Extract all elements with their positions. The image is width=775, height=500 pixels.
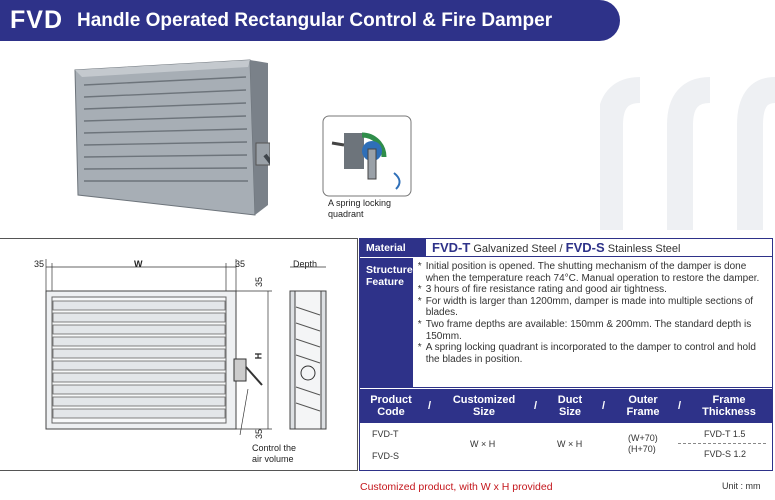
bullet-asterisk: * bbox=[417, 261, 422, 272]
col-header-line1: Customized bbox=[452, 394, 516, 406]
background-logo-watermark bbox=[600, 77, 775, 230]
structure-feature-label: Structure Feature bbox=[360, 258, 413, 387]
product-code-title: FVD bbox=[10, 6, 63, 34]
feature-text: A spring locking quadrant is incorporate… bbox=[425, 342, 756, 365]
bullet-asterisk: * bbox=[417, 342, 422, 354]
dim-height: H bbox=[253, 352, 264, 360]
feature-text: 3 hours of fire resistance rating and go… bbox=[425, 284, 667, 296]
col-header-line1: Duct bbox=[557, 394, 583, 406]
dim-depth-label: Depth bbox=[293, 259, 318, 269]
thickness-s: FVD-S 1.2 bbox=[704, 449, 747, 459]
col-header-line2: Thickness bbox=[702, 406, 756, 418]
feature-item: *Two frame depths are available: 150mm &… bbox=[418, 319, 768, 342]
material-row: Material FVD-T Galvanized Steel / FVD-S … bbox=[360, 239, 772, 257]
col-separator: / bbox=[534, 400, 538, 412]
structure-label-line1: Structure bbox=[366, 264, 413, 276]
outer-frame-width: (W+70) bbox=[628, 433, 658, 443]
thickness-divider bbox=[678, 443, 766, 444]
col-duct-size: Duct Size bbox=[544, 389, 596, 423]
callout-line1: Control the bbox=[252, 443, 297, 453]
col-separator: / bbox=[678, 400, 682, 412]
spec-table-header: Product Code / Customized Size / Duct Si… bbox=[360, 389, 772, 423]
material-code-t: FVD-T bbox=[432, 240, 471, 255]
col-header-line2: Size bbox=[558, 406, 581, 418]
thickness-t: FVD-T 1.5 bbox=[704, 429, 746, 439]
col-outer-frame: Outer Frame bbox=[614, 389, 672, 423]
col-frame-thickness: Frame Thickness bbox=[688, 389, 770, 423]
unit-label: Unit : mm bbox=[722, 481, 761, 491]
col-product-code: Product Code bbox=[360, 389, 422, 423]
feature-item: *Initial position is opened. The shuttin… bbox=[418, 261, 768, 284]
material-text-s: Stainless Steel bbox=[604, 243, 681, 255]
material-value: FVD-T Galvanized Steel / FVD-S Stainless… bbox=[426, 239, 681, 256]
col-customized-size: Customized Size bbox=[440, 389, 528, 423]
quadrant-caption: A spring locking quadrant bbox=[328, 198, 391, 220]
material-label: Material bbox=[360, 239, 426, 256]
control-air-volume-callout: Control the air volume bbox=[252, 443, 296, 465]
dim-bottom-margin: 35 bbox=[254, 428, 265, 440]
feature-item: *3 hours of fire resistance rating and g… bbox=[418, 284, 768, 296]
dim-right-margin: 35 bbox=[235, 259, 246, 269]
col-header-line1: Outer bbox=[628, 394, 658, 406]
quadrant-caption-line2: quadrant bbox=[328, 209, 364, 219]
col-separator: / bbox=[428, 400, 432, 412]
col-header-line2: Code bbox=[377, 406, 405, 418]
dim-top-margin: 35 bbox=[254, 276, 265, 288]
material-code-s: FVD-S bbox=[565, 240, 605, 255]
feature-text: Initial position is opened. The shutting… bbox=[425, 261, 760, 284]
page-title: Handle Operated Rectangular Control & Fi… bbox=[77, 9, 553, 31]
damper-product-photo bbox=[74, 59, 270, 216]
feature-item: *For width is larger than 1200mm, damper… bbox=[418, 296, 768, 319]
feature-text: For width is larger than 1200mm, damper … bbox=[425, 295, 754, 319]
customized-size-value: W × H bbox=[470, 439, 496, 449]
col-separator: / bbox=[602, 400, 606, 412]
col-header-line2: Frame bbox=[626, 406, 660, 418]
bullet-asterisk: * bbox=[417, 318, 422, 330]
outer-frame-height: (H+70) bbox=[628, 444, 656, 454]
feature-list: *Initial position is opened. The shuttin… bbox=[413, 258, 772, 387]
feature-item: *A spring locking quadrant is incorporat… bbox=[418, 342, 768, 365]
dim-width: W bbox=[134, 259, 143, 269]
structure-feature-row: Structure Feature *Initial position is o… bbox=[360, 258, 772, 388]
dimension-drawing-panel: 35 W 35 Depth 35 H 35 Control the air vo… bbox=[0, 238, 358, 471]
dim-left-margin: 35 bbox=[34, 259, 45, 269]
specification-panel: Material FVD-T Galvanized Steel / FVD-S … bbox=[359, 238, 773, 471]
quadrant-caption-line1: A spring locking bbox=[328, 198, 392, 208]
dimension-drawing bbox=[45, 259, 327, 436]
duct-size-value: W × H bbox=[557, 439, 583, 449]
material-text-t: Galvanized Steel / bbox=[470, 243, 566, 255]
product-code-s: FVD-S bbox=[372, 451, 399, 461]
callout-line2: air volume bbox=[252, 454, 294, 464]
product-code-t: FVD-T bbox=[372, 429, 399, 439]
feature-text: Two frame depths are available: 150mm & … bbox=[425, 318, 752, 342]
bullet-asterisk: * bbox=[417, 284, 422, 296]
col-header-line1: Product bbox=[370, 394, 412, 406]
structure-label-line2: Feature bbox=[366, 276, 404, 288]
col-header-line2: Size bbox=[472, 406, 495, 418]
col-header-line1: Frame bbox=[712, 394, 746, 406]
customized-product-note: Customized product, with W x H provided bbox=[360, 481, 553, 493]
bullet-asterisk: * bbox=[417, 295, 422, 307]
title-bar: FVD Handle Operated Rectangular Control … bbox=[0, 0, 620, 41]
spring-locking-quadrant-photo bbox=[322, 115, 412, 197]
